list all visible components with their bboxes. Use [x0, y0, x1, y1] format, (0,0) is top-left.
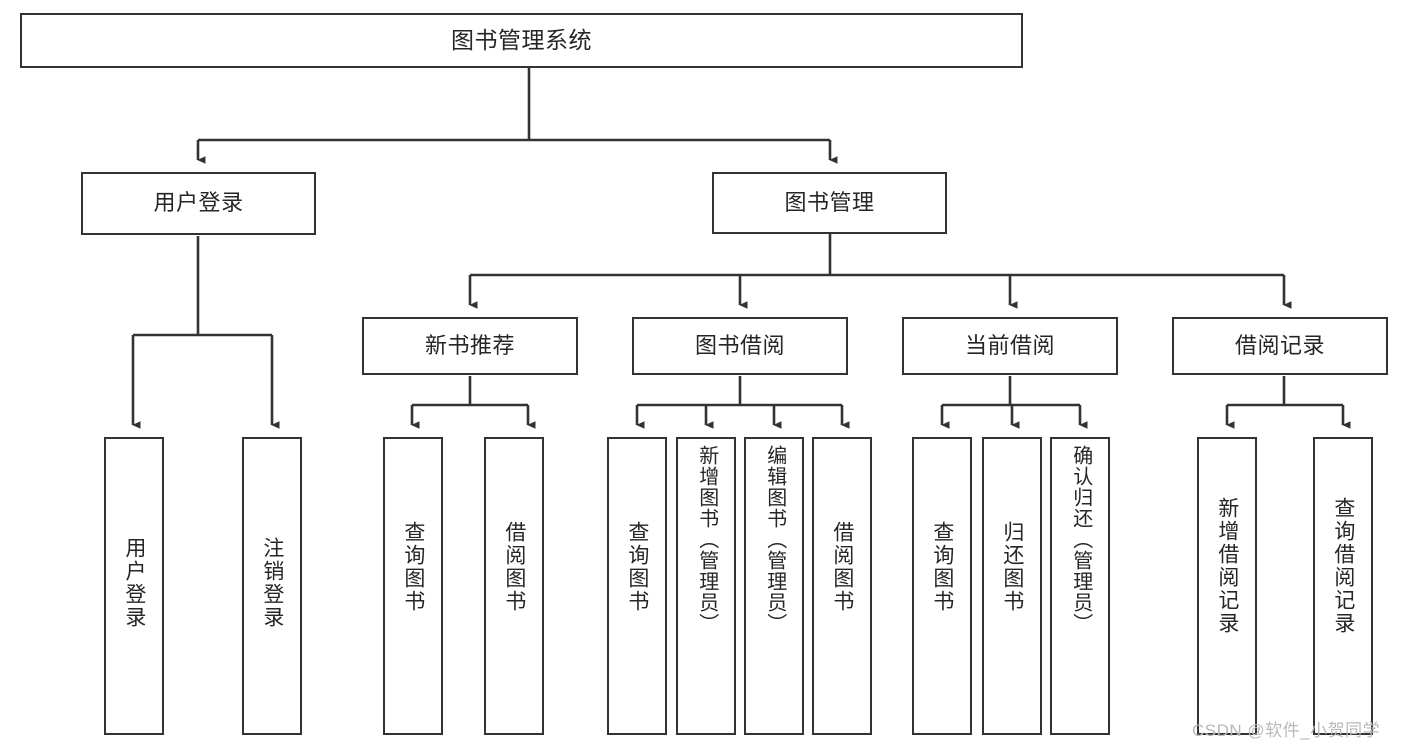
leaf-book-borrow-borrow-label: 借阅图书	[830, 521, 854, 613]
node-user-login[interactable]: 用户登录	[81, 172, 316, 235]
leaf-new-book-borrow[interactable]: 借阅图书	[484, 437, 544, 735]
csdn-watermark: CSDN @软件_小贺同学	[1192, 721, 1381, 740]
node-book-borrow[interactable]: 图书借阅	[632, 317, 848, 375]
leaf-new-book-borrow-label: 借阅图书	[502, 521, 526, 613]
node-current-borrow-label: 当前借阅	[964, 332, 1055, 358]
leaf-borrow-record-add[interactable]: 新增借阅记录	[1197, 437, 1257, 735]
node-book-borrow-label: 图书借阅	[694, 332, 785, 358]
leaf-current-borrow-return-label: 归还图书	[1000, 521, 1024, 613]
leaf-user-login-logout[interactable]: 注销登录	[242, 437, 302, 735]
leaf-user-login-login[interactable]: 用户登录	[104, 437, 164, 735]
leaf-book-borrow-add[interactable]: 新增图书（管理员）	[676, 437, 736, 735]
node-new-book-recommend[interactable]: 新书推荐	[362, 317, 578, 375]
node-book-management-label: 图书管理	[784, 189, 875, 215]
node-root[interactable]: 图书管理系统	[20, 13, 1023, 68]
leaf-new-book-query-label: 查询图书	[401, 521, 425, 613]
node-root-label: 图书管理系统	[451, 26, 592, 53]
leaf-current-borrow-query-label: 查询图书	[930, 521, 954, 613]
node-user-login-label: 用户登录	[153, 190, 244, 216]
leaf-book-borrow-query[interactable]: 查询图书	[607, 437, 667, 735]
leaf-user-login-logout-label: 注销登录	[260, 537, 284, 629]
leaf-current-borrow-confirm-label: 确认归还（管理员）	[1069, 445, 1092, 634]
leaf-borrow-record-query-label: 查询借阅记录	[1331, 497, 1355, 635]
leaf-new-book-query[interactable]: 查询图书	[383, 437, 443, 735]
leaf-book-borrow-query-label: 查询图书	[625, 521, 649, 613]
leaf-book-borrow-edit[interactable]: 编辑图书（管理员）	[744, 437, 804, 735]
node-current-borrow[interactable]: 当前借阅	[902, 317, 1118, 375]
leaf-borrow-record-add-label: 新增借阅记录	[1215, 497, 1239, 635]
leaf-borrow-record-query[interactable]: 查询借阅记录	[1313, 437, 1373, 735]
node-new-book-recommend-label: 新书推荐	[424, 332, 515, 358]
node-borrow-record[interactable]: 借阅记录	[1172, 317, 1388, 375]
leaf-book-borrow-edit-label: 编辑图书（管理员）	[763, 445, 786, 634]
leaf-user-login-login-label: 用户登录	[122, 537, 146, 629]
leaf-current-borrow-return[interactable]: 归还图书	[982, 437, 1042, 735]
leaf-book-borrow-add-label: 新增图书（管理员）	[695, 445, 718, 634]
leaf-current-borrow-confirm[interactable]: 确认归还（管理员）	[1050, 437, 1110, 735]
leaf-book-borrow-borrow[interactable]: 借阅图书	[812, 437, 872, 735]
node-book-management[interactable]: 图书管理	[712, 172, 947, 234]
node-borrow-record-label: 借阅记录	[1234, 332, 1325, 358]
leaf-current-borrow-query[interactable]: 查询图书	[912, 437, 972, 735]
